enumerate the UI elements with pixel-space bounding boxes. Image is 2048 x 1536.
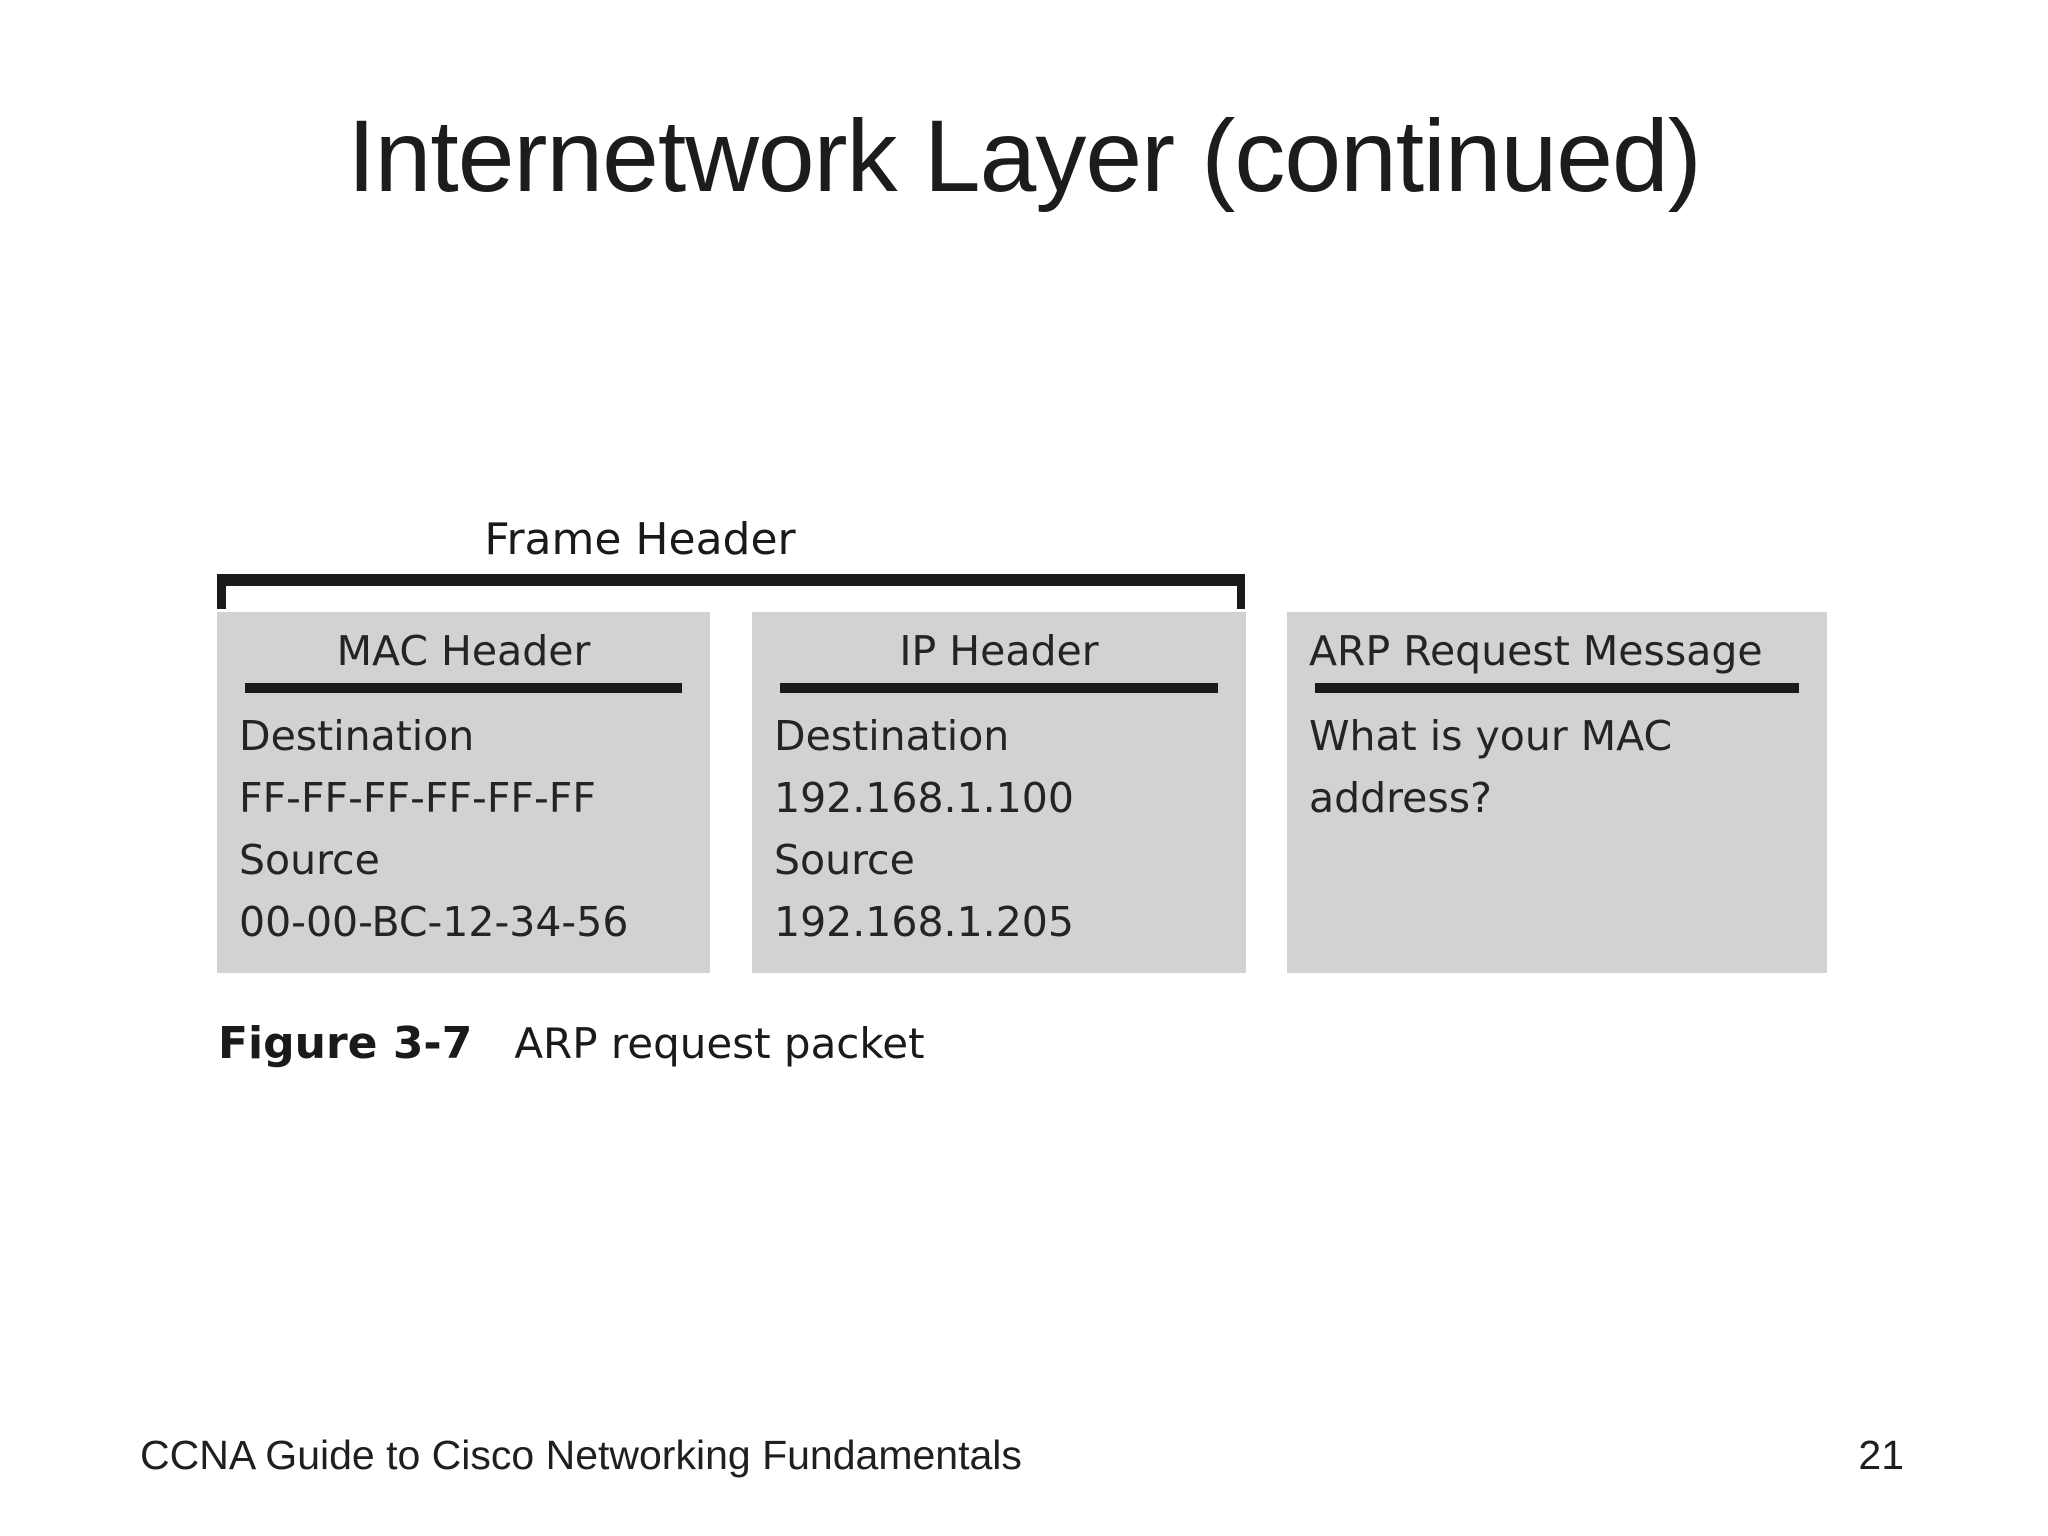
- arp-request-message-box-body: What is your MAC address?: [1309, 705, 1809, 829]
- ip-header-box-body: Destination 192.168.1.100 Source 192.168…: [774, 705, 1228, 953]
- field-value-source-mac: 00-00-BC-12-34-56: [239, 898, 629, 946]
- field-label-destination: Destination: [774, 712, 1010, 760]
- ip-header-box-title: IP Header: [899, 627, 1099, 675]
- frame-header-bracket: [217, 574, 1245, 609]
- arp-question-line-1: What is your MAC: [1309, 712, 1673, 760]
- mac-header-box: MAC Header Destination FF-FF-FF-FF-FF-FF…: [217, 612, 710, 973]
- title-underline: [1315, 683, 1799, 693]
- arp-request-message-box-title: ARP Request Message: [1309, 627, 1763, 675]
- ip-header-box: IP Header Destination 192.168.1.100 Sour…: [752, 612, 1246, 973]
- figure-caption: Figure 3-7 ARP request packet: [218, 1018, 925, 1069]
- field-value-destination-ip: 192.168.1.100: [774, 774, 1074, 822]
- footer-text: CCNA Guide to Cisco Networking Fundament…: [140, 1432, 1022, 1478]
- frame-header-label: Frame Header: [484, 514, 796, 565]
- arp-request-message-box: ARP Request Message What is your MAC add…: [1287, 612, 1827, 973]
- figure-caption-text: ARP request packet: [514, 1019, 925, 1068]
- page-number: 21: [1858, 1432, 1904, 1478]
- field-label-source: Source: [774, 836, 915, 884]
- mac-header-box-body: Destination FF-FF-FF-FF-FF-FF Source 00-…: [239, 705, 692, 953]
- arp-question-line-2: address?: [1309, 774, 1492, 822]
- slide-title: Internetwork Layer (continued): [347, 99, 1701, 213]
- title-underline: [245, 683, 682, 693]
- field-label-source: Source: [239, 836, 380, 884]
- field-value-source-ip: 192.168.1.205: [774, 898, 1074, 946]
- mac-header-box-title: MAC Header: [336, 627, 591, 675]
- title-underline: [780, 683, 1218, 693]
- field-value-destination-mac: FF-FF-FF-FF-FF-FF: [239, 774, 596, 822]
- figure-caption-label: Figure 3-7: [218, 1018, 473, 1069]
- field-label-destination: Destination: [239, 712, 475, 760]
